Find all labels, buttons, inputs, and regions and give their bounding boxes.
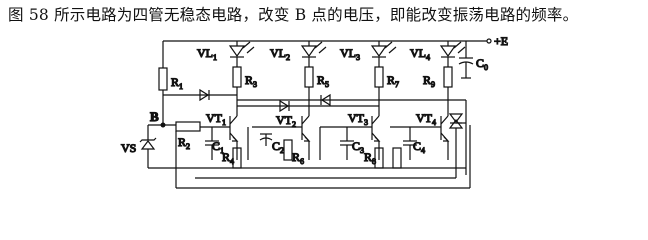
node-b-label: B — [150, 109, 159, 124]
led-vl4-column — [439, 41, 466, 116]
vt3-transistor — [371, 115, 381, 160]
c1-label: C1 — [212, 139, 224, 155]
vs-zener — [139, 125, 157, 168]
r2-label: R2 — [178, 135, 190, 151]
feedback-diodes-top — [163, 88, 467, 175]
ground-rail — [148, 125, 471, 189]
c3-label: C3 — [352, 139, 364, 155]
r3-label: R3 — [245, 73, 257, 89]
r5-label: R5 — [317, 73, 329, 89]
c4-label: C4 — [413, 139, 425, 155]
r8-label: R8 — [364, 150, 376, 166]
supply-label: +E — [494, 34, 508, 48]
c0-label: C0 — [476, 56, 488, 72]
vt1-label: VT1 — [206, 111, 226, 127]
node-b — [148, 122, 176, 128]
r1-branch — [158, 41, 168, 128]
c0-capacitor — [458, 41, 474, 79]
supply-rail — [163, 38, 492, 44]
vt4-label: VT4 — [416, 111, 436, 127]
r1-label: R1 — [171, 75, 183, 91]
c2-label: C2 — [272, 139, 284, 155]
r7-label: R7 — [387, 73, 399, 89]
led-vl2-column — [300, 41, 327, 116]
led-vl3-column — [370, 41, 397, 116]
r9-label: R9 — [423, 73, 435, 89]
vl1-label: VL1 — [197, 46, 217, 62]
figure-caption: 图 58 所示电路为四管无稳态电路，改变 B 点的电压，即能改变振荡电路的频率。 — [8, 6, 579, 24]
vl2-label: VL2 — [270, 46, 290, 62]
led-vl1-column — [228, 41, 255, 116]
vt2-transistor — [301, 115, 311, 160]
circuit-diagram: +E R1 — [120, 33, 509, 189]
vt1-transistor — [229, 115, 239, 160]
r4-label: R4 — [222, 150, 234, 166]
right-diode-pair — [448, 113, 466, 129]
vt4-transistor — [440, 115, 450, 160]
stage1-components — [175, 121, 249, 169]
stage2-components — [252, 126, 321, 161]
vl4-label: VL4 — [410, 46, 430, 62]
stage3-components — [320, 126, 384, 169]
vl3-label: VL3 — [340, 46, 360, 62]
vs-label: VS — [121, 141, 136, 155]
vt3-label: VT3 — [348, 111, 368, 127]
r6-label: R6 — [292, 150, 304, 166]
vt2-label: VT2 — [276, 113, 296, 129]
